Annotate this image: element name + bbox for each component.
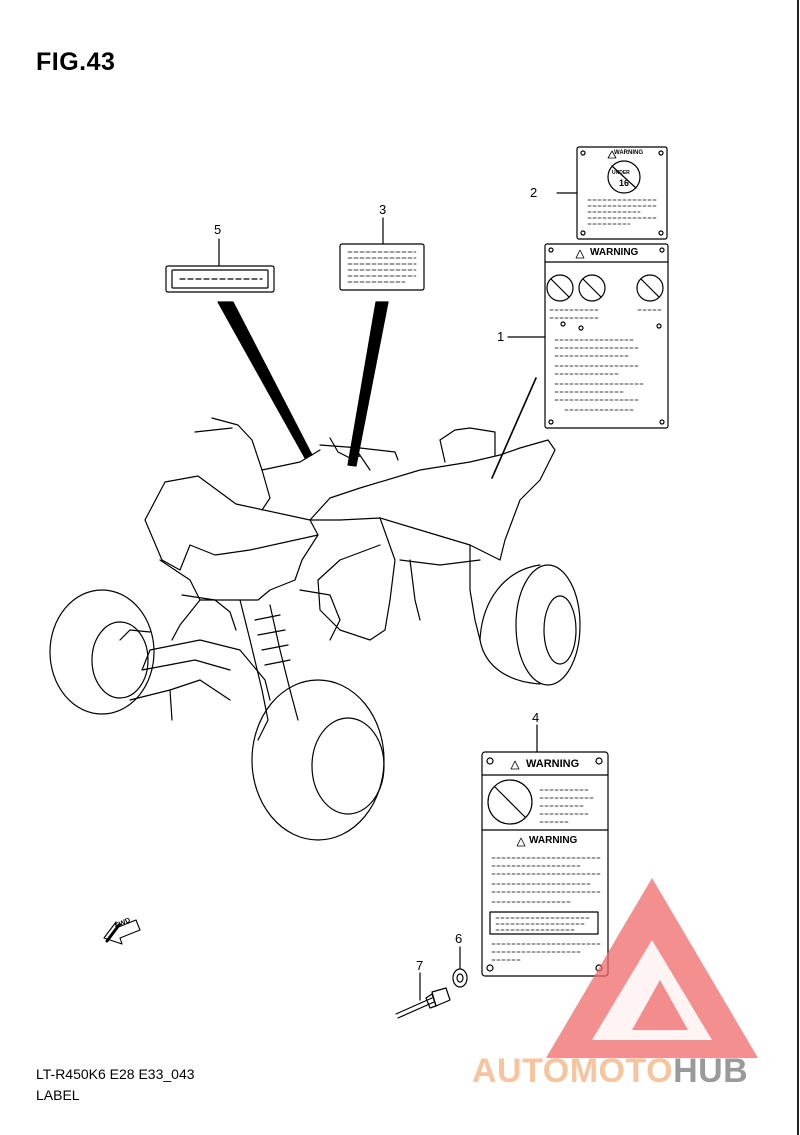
label-3-strip (339, 217, 425, 291)
label-2-age-text: 16 (619, 178, 630, 188)
callout-4: 4 (532, 710, 540, 725)
figure-title: FIG.43 (36, 48, 116, 76)
watermark-text: AUTOMOTOHUB (472, 1052, 748, 1091)
callout-1: 1 (497, 329, 505, 344)
part-6-washer (452, 946, 468, 988)
part-7-rivet (395, 972, 451, 1019)
model-code: LT-R450K6 E28 E33_043 (36, 1066, 195, 1082)
label-2-under-text: UNDER (612, 170, 630, 176)
watermark-part2: HUB (673, 1052, 749, 1090)
label-5-strip (165, 238, 275, 293)
section-label: LABEL (36, 1087, 80, 1103)
label-4-warning-tall (481, 724, 609, 977)
leader-wedge-3 (347, 301, 389, 467)
fwd-arrow-icon (103, 919, 141, 945)
watermark-part1: AUTOMOTO (472, 1052, 674, 1090)
atv-illustration (49, 417, 581, 841)
page-border (797, 0, 799, 1135)
label-4-warning-text-top: WARNING (526, 758, 580, 770)
label-1-warning-large (507, 243, 669, 429)
label-4-warning-text-bottom: WARNING (529, 835, 578, 846)
callout-3: 3 (379, 202, 387, 217)
leader-line-1b (491, 377, 537, 479)
watermark-logo-icon (546, 878, 758, 1058)
callout-6: 6 (455, 931, 463, 946)
label-1-warning-text: WARNING (590, 247, 639, 258)
leader-wedge-5 (217, 301, 313, 459)
label-2-warning-text: WARNING (614, 150, 643, 156)
callout-5: 5 (214, 222, 222, 237)
label-2-under16 (556, 146, 668, 240)
callout-7: 7 (416, 958, 424, 973)
callout-2: 2 (530, 185, 538, 200)
